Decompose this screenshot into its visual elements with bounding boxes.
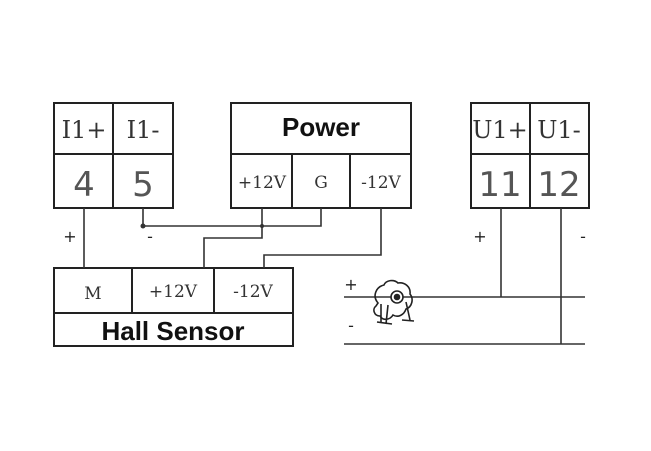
input-terminal-block: I1+ I1- 4 5 xyxy=(53,102,174,209)
power-label-plus12v: +12V xyxy=(238,173,287,193)
wire-plus12v-to-hall xyxy=(203,208,263,268)
output-terminal-block: U1+ U1- 11 12 xyxy=(470,102,590,209)
sign-output-plus: + xyxy=(473,227,486,246)
junction-dot xyxy=(140,223,146,229)
hall-label-minus12v: -12V xyxy=(233,282,273,302)
terminal-number-12: 12 xyxy=(537,165,580,205)
terminal-label-u1-plus: U1+ xyxy=(472,116,528,144)
power-label-ground: G xyxy=(314,173,328,193)
hall-sensor-title: Hall Sensor xyxy=(101,316,244,346)
hall-label-m: M xyxy=(84,284,101,304)
terminal-label-i1-minus: I1- xyxy=(127,116,160,144)
sign-input-plus: + xyxy=(63,227,76,246)
hall-label-plus12v: +12V xyxy=(149,282,198,302)
sign-load-minus: - xyxy=(348,316,354,335)
power-block: Power +12V G -12V xyxy=(230,102,412,209)
terminal-number-4: 4 xyxy=(73,165,95,205)
sign-output-minus: - xyxy=(580,227,586,246)
wire-minus12v-to-hall xyxy=(263,208,382,268)
terminal-label-u1-minus: U1- xyxy=(537,116,581,144)
power-title: Power xyxy=(282,112,360,142)
sign-load-plus: + xyxy=(344,275,357,294)
hall-sensor-block: M +12V -12V Hall Sensor xyxy=(53,267,294,347)
terminal-label-i1-plus: I1+ xyxy=(62,116,107,144)
wires xyxy=(83,208,585,345)
junction-dot xyxy=(260,224,264,228)
power-label-minus12v: -12V xyxy=(361,173,401,193)
sign-input-minus: - xyxy=(147,227,153,246)
wire-i1minus-to-ground xyxy=(142,208,322,227)
terminal-number-5: 5 xyxy=(132,165,154,205)
terminal-number-11: 11 xyxy=(478,165,521,205)
junction-dots xyxy=(140,223,264,229)
hall-sensor-frame xyxy=(53,267,294,347)
hall-clamp-icon xyxy=(373,279,415,325)
